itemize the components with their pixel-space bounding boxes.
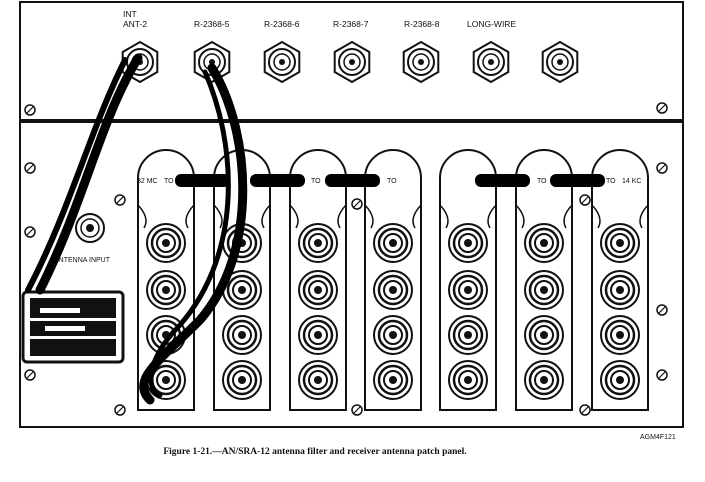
top-connector-5 bbox=[402, 40, 440, 84]
upper-panel bbox=[19, 1, 684, 121]
jack-7-4 bbox=[600, 360, 640, 400]
jack-4-4 bbox=[373, 360, 413, 400]
r2368-5-label: R-2368-5 bbox=[194, 19, 230, 29]
int-label: INT bbox=[123, 9, 137, 19]
jack-7-1 bbox=[600, 223, 640, 263]
jack-3-3 bbox=[298, 315, 338, 355]
screw-11 bbox=[24, 369, 36, 381]
r2368-8-label: R-2368-8 bbox=[404, 19, 440, 29]
patch-cables bbox=[25, 53, 248, 405]
filter-slot-7 bbox=[591, 149, 649, 411]
screw-15 bbox=[579, 404, 591, 416]
top-connector-4 bbox=[333, 40, 371, 84]
ant2-label: ANT-2 bbox=[123, 19, 147, 29]
top-connector-6 bbox=[472, 40, 510, 84]
jack-7-3 bbox=[600, 315, 640, 355]
jack-4-2 bbox=[373, 270, 413, 310]
jack-4-3 bbox=[373, 315, 413, 355]
screw-7 bbox=[579, 194, 591, 206]
r2368-7-label: R-2368-7 bbox=[333, 19, 369, 29]
r2368-6-label: R-2368-6 bbox=[264, 19, 300, 29]
figure-caption: Figure 1-21.—AN/SRA-12 antenna filter an… bbox=[163, 447, 467, 457]
antenna-input-connector bbox=[75, 213, 105, 243]
filter-slot-5 bbox=[439, 149, 497, 411]
jack-6-2 bbox=[524, 270, 564, 310]
jack-3-1 bbox=[298, 223, 338, 263]
jack-2-4 bbox=[222, 360, 262, 400]
band-label-32mc: 32 MC bbox=[137, 178, 158, 185]
jack-5-2 bbox=[448, 270, 488, 310]
top-connectors bbox=[121, 40, 579, 84]
longwire-label: LONG-WIRE bbox=[467, 19, 516, 29]
filter-slot-2 bbox=[213, 149, 271, 411]
jack-7-2 bbox=[600, 270, 640, 310]
screw-10 bbox=[656, 304, 668, 316]
antenna-input-label: ANTENNA INPUT bbox=[54, 257, 111, 264]
jack-6-3 bbox=[524, 315, 564, 355]
screw-3 bbox=[24, 162, 36, 174]
screw-12 bbox=[656, 369, 668, 381]
screw-14 bbox=[351, 404, 363, 416]
screw-2 bbox=[656, 102, 668, 114]
screw-13 bbox=[114, 404, 126, 416]
jack-6-1 bbox=[524, 223, 564, 263]
jack-5-4 bbox=[448, 360, 488, 400]
jack-5-1 bbox=[448, 223, 488, 263]
filter-slot-3 bbox=[289, 149, 347, 411]
screw-8 bbox=[24, 226, 36, 238]
jack-4-1 bbox=[373, 223, 413, 263]
top-connector-7 bbox=[541, 40, 579, 84]
jack-3-4 bbox=[298, 360, 338, 400]
jumper-bars bbox=[175, 174, 605, 187]
lower-panel bbox=[19, 121, 684, 428]
screw-6 bbox=[351, 198, 363, 210]
screw-4 bbox=[656, 162, 668, 174]
band-label-to-3: TO bbox=[387, 178, 397, 185]
filter-slots bbox=[137, 149, 649, 411]
band-label-14kc: 14 KC bbox=[622, 178, 641, 185]
screw-5 bbox=[114, 194, 126, 206]
filter-slot-4 bbox=[364, 149, 422, 411]
jack-2-3 bbox=[222, 315, 262, 355]
nameplate bbox=[21, 290, 125, 364]
top-connector-3 bbox=[263, 40, 301, 84]
screw-1 bbox=[24, 104, 36, 116]
filter-slot-6 bbox=[515, 149, 573, 411]
jack-3-2 bbox=[298, 270, 338, 310]
jack-5-3 bbox=[448, 315, 488, 355]
figure-id: AGM4F121 bbox=[640, 434, 676, 441]
jack-1-1 bbox=[146, 223, 186, 263]
band-label-to-4: TO bbox=[537, 178, 547, 185]
jack-6-4 bbox=[524, 360, 564, 400]
jack-1-2 bbox=[146, 270, 186, 310]
band-label-to-2: TO bbox=[311, 178, 321, 185]
band-label-to-1: TO bbox=[164, 178, 174, 185]
jack-1-4 bbox=[146, 360, 186, 400]
band-label-to-5: TO bbox=[606, 178, 616, 185]
jack-2-2 bbox=[222, 270, 262, 310]
